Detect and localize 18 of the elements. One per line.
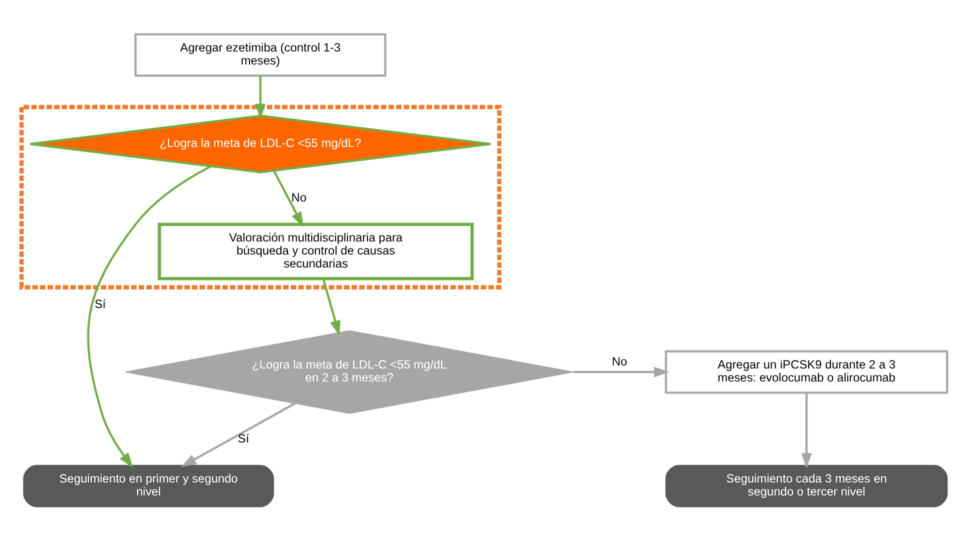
edge-label: Sí	[238, 430, 250, 445]
node-box: Valoración multidisciplinaria para búsqueda y control de causas secundarias	[158, 222, 474, 280]
arrow	[255, 75, 266, 118]
node-box: Agregar un iPCSK9 durante 2 a 3 meses: evolocumab o alirocumab	[664, 350, 948, 394]
node-diamond: ¿Logra la meta de LDL-C <55 mg/dL?	[29, 114, 492, 173]
arrow	[322, 278, 340, 336]
arrow	[573, 366, 670, 377]
arrow	[801, 392, 812, 468]
node-diamond: ¿Logra la meta de LDL-C <55 mg/dL en 2 a 3 meses?	[125, 330, 574, 414]
arrow	[87, 164, 212, 468]
node-box: Seguimiento cada 3 meses en segundo o tercer nivel	[665, 464, 948, 507]
node-box: Agregar ezetimiba (control 1-3 meses)	[134, 32, 386, 76]
arrow	[273, 170, 304, 227]
edge-label: No	[612, 354, 628, 368]
edge-label: No	[291, 190, 307, 204]
arrow	[181, 402, 296, 466]
node-box: Seguimiento en primer y segundo nivel	[23, 464, 274, 507]
edge-label: Sí	[94, 296, 106, 310]
